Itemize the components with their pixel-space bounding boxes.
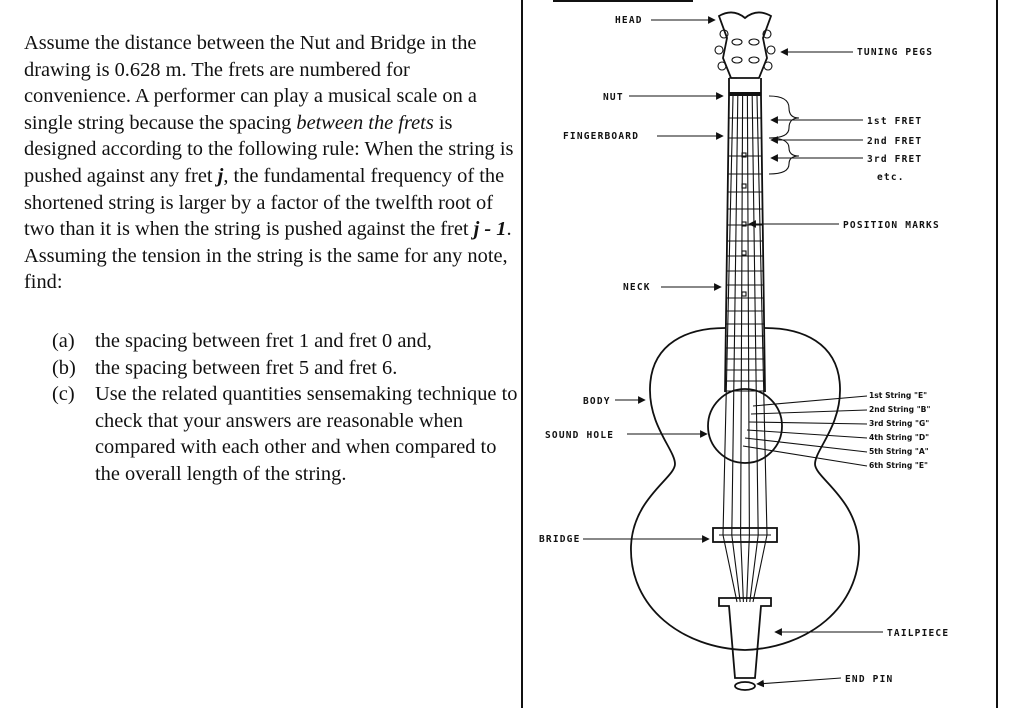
- tailpiece: [718, 597, 772, 679]
- guitar-string: [746, 95, 750, 603]
- position-mark-icon: [741, 291, 747, 297]
- part-marker: (c): [52, 383, 75, 406]
- label-tuning-pegs: TUNING PEGS: [857, 47, 933, 58]
- end-pin: [734, 681, 756, 691]
- tuning-pegs: [714, 29, 776, 71]
- neck: [724, 78, 766, 393]
- label-neck: NECK: [623, 282, 651, 293]
- label-bridge: BRIDGE: [539, 534, 581, 545]
- question-parts: (a) the spacing between fret 1 and fret 0…: [52, 328, 518, 488]
- problem-text-1: Assume the distance between the Nut and …: [24, 32, 477, 134]
- guitar-string: [731, 95, 741, 603]
- position-mark-icon: [741, 250, 747, 256]
- variable-j-minus-1: j - 1: [473, 218, 507, 241]
- variable-j: j: [217, 164, 224, 187]
- label-1st-fret: 1st FRET: [867, 116, 922, 127]
- tuning-peg-icon: [766, 45, 776, 55]
- problem-paragraph: Assume the distance between the Nut and …: [24, 30, 516, 296]
- tuning-peg-icon: [719, 29, 729, 39]
- label-string-2: 2nd String "B": [869, 405, 930, 414]
- guitar-figure-frame: HEAD TUNING PEGS NUT FINGERBOARD 1st FRE…: [521, 0, 998, 708]
- label-body: BODY: [583, 396, 611, 407]
- label-etc: etc.: [877, 172, 905, 183]
- part-marker: (a): [52, 330, 75, 352]
- label-string-4: 4th String "D": [869, 433, 929, 442]
- question-part-a: (a) the spacing between fret 1 and fret 0…: [52, 328, 518, 355]
- emphasis-between-frets: between the frets: [296, 111, 434, 134]
- tuning-hole-icon: [731, 38, 743, 46]
- label-nut: NUT: [603, 92, 624, 103]
- bridge: [712, 527, 778, 543]
- question-part-c: (c) Use the related quantities sensemakin…: [52, 381, 518, 487]
- tuning-hole-icon: [731, 56, 743, 64]
- label-2nd-fret: 2nd FRET: [867, 136, 922, 147]
- problem-text-4: . Assuming the tension in the string is …: [24, 218, 512, 294]
- part-marker: (b): [52, 356, 76, 379]
- label-position-marks: POSITION MARKS: [843, 220, 940, 231]
- part-emphasis: related quantities: [161, 383, 302, 406]
- fret-brace: [768, 95, 800, 139]
- fret-brace: [768, 137, 800, 175]
- tuning-peg-icon: [762, 29, 772, 39]
- label-string-1: 1st String "E": [869, 391, 927, 400]
- part-text: sensemaking technique to check that your…: [95, 383, 518, 485]
- label-fingerboard: FINGERBOARD: [563, 131, 639, 142]
- tuning-peg-icon: [714, 45, 724, 55]
- problem-text-2: is designed according to the following r…: [24, 111, 514, 187]
- frets: [725, 117, 765, 392]
- guitar-string: [740, 95, 744, 603]
- guitar-diagram: HEAD TUNING PEGS NUT FINGERBOARD 1st FRE…: [539, 0, 949, 691]
- label-3rd-fret: 3rd FRET: [867, 154, 922, 165]
- guitar-string: [749, 95, 759, 603]
- guitar-strings: [722, 95, 768, 603]
- cropped-title-fragment: [553, 0, 693, 2]
- label-tailpiece: TAILPIECE: [887, 628, 949, 639]
- label-end-pin: END PIN: [845, 674, 893, 685]
- problem-text-3: , the fundamental frequency of the short…: [24, 164, 505, 241]
- label-string-5: 5th String "A": [869, 447, 929, 456]
- tuning-peg-icon: [763, 61, 773, 71]
- label-string-3: 3rd String "G": [869, 419, 929, 428]
- tuning-hole-icon: [748, 56, 760, 64]
- string-labels: 1st String "E" 2nd String "B" 3rd String…: [742, 391, 930, 470]
- part-text: the spacing between fret 1 and fret 0 an…: [95, 330, 432, 352]
- guitar-body: [630, 327, 860, 651]
- question-part-b: (b) the spacing between fret 5 and fret 6…: [52, 355, 518, 382]
- label-string-6: 6th String "E": [869, 461, 928, 470]
- nut: [729, 92, 761, 96]
- label-sound-hole: SOUND HOLE: [545, 430, 614, 441]
- sound-hole: [707, 388, 783, 464]
- label-head: HEAD: [615, 15, 643, 26]
- headstock: [717, 11, 773, 79]
- tuning-hole-icon: [748, 38, 760, 46]
- tuning-peg-icon: [717, 61, 727, 71]
- problem-statement: Assume the distance between the Nut and …: [24, 30, 516, 296]
- part-text: Use the: [95, 383, 162, 406]
- part-text: the spacing between fret 5 and fret 6.: [95, 356, 398, 379]
